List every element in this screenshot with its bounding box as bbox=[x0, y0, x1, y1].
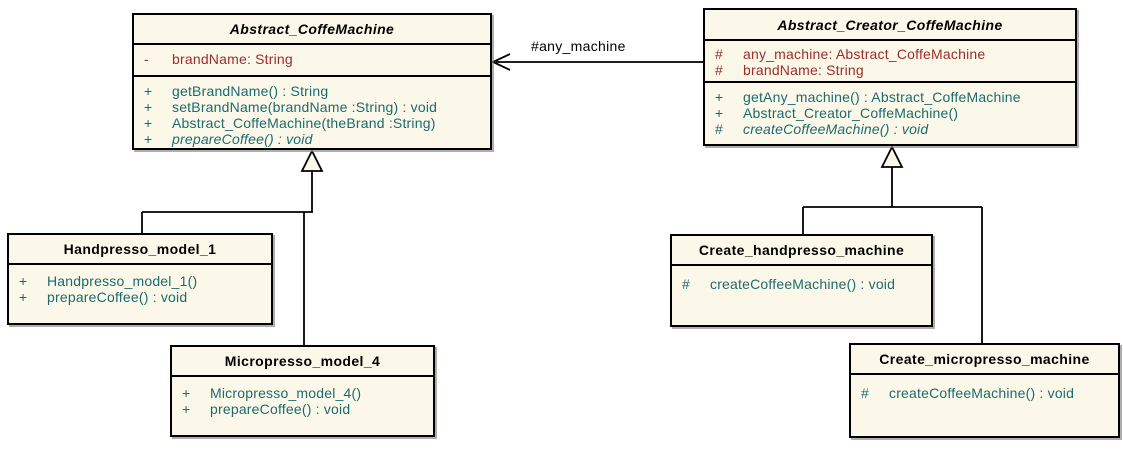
method-row: + prepareCoffee() : void bbox=[172, 401, 433, 417]
class-title: Abstract_CoffeMachine bbox=[134, 15, 490, 45]
method-row: # createCoffeeMachine() : void bbox=[672, 276, 931, 292]
class-micropresso-model-4[interactable]: Micropresso_model_4 + Micropresso_model_… bbox=[170, 345, 435, 437]
method-row: + Handpresso_model_1() bbox=[9, 273, 271, 289]
attribute-row: # brandName: String bbox=[705, 62, 1075, 78]
attribute-row: # any_machine: Abstract_CoffeMachine bbox=[705, 46, 1075, 62]
visibility-symbol: # bbox=[861, 385, 869, 401]
method-row: + getBrandName() : String bbox=[134, 83, 490, 99]
visibility-symbol: + bbox=[19, 273, 28, 289]
visibility-symbol: # bbox=[682, 276, 690, 292]
hollow-triangle-icon bbox=[300, 148, 324, 172]
visibility-symbol: + bbox=[19, 289, 28, 305]
visibility-symbol: + bbox=[144, 131, 153, 147]
class-title: Handpresso_model_1 bbox=[9, 235, 271, 265]
method-row-abstract: # createCoffeeMachine() : void bbox=[705, 121, 1075, 137]
association-label: #any_machine bbox=[531, 38, 626, 54]
class-abstract-creator-coffemachine[interactable]: Abstract_Creator_CoffeMachine # any_mach… bbox=[703, 8, 1077, 146]
method-row: # createCoffeeMachine() : void bbox=[851, 385, 1118, 401]
generalization-right bbox=[802, 144, 983, 344]
visibility-symbol: - bbox=[144, 51, 149, 67]
attribute-row: - brandName: String bbox=[134, 51, 490, 67]
class-title: Micropresso_model_4 bbox=[172, 347, 433, 377]
class-title: Create_micropresso_machine bbox=[851, 345, 1118, 375]
class-abstract-coffemachine[interactable]: Abstract_CoffeMachine - brandName: Strin… bbox=[132, 13, 492, 150]
visibility-symbol: + bbox=[144, 99, 153, 115]
method-row: + prepareCoffee() : void bbox=[9, 289, 271, 305]
class-title: Create_handpresso_machine bbox=[672, 236, 931, 266]
class-create-micropresso-machine[interactable]: Create_micropresso_machine # createCoffe… bbox=[849, 343, 1120, 438]
class-title: Abstract_Creator_CoffeMachine bbox=[705, 10, 1075, 41]
class-handpresso-model-1[interactable]: Handpresso_model_1 + Handpresso_model_1(… bbox=[7, 233, 273, 325]
generalization-left bbox=[141, 148, 324, 346]
visibility-symbol: + bbox=[182, 385, 191, 401]
visibility-symbol: + bbox=[715, 105, 724, 121]
method-row: + Abstract_CoffeMachine(theBrand :String… bbox=[134, 115, 490, 131]
association-any-machine bbox=[490, 53, 703, 71]
method-row: + setBrandName(brandName :String) : void bbox=[134, 99, 490, 115]
method-row: + Micropresso_model_4() bbox=[172, 385, 433, 401]
visibility-symbol: # bbox=[715, 46, 723, 62]
visibility-symbol: + bbox=[182, 401, 191, 417]
open-arrowhead-icon bbox=[490, 53, 511, 71]
visibility-symbol: + bbox=[144, 83, 153, 99]
class-create-handpresso-machine[interactable]: Create_handpresso_machine # createCoffee… bbox=[670, 234, 933, 327]
visibility-symbol: + bbox=[144, 115, 153, 131]
method-row-abstract: + prepareCoffee() : void bbox=[134, 131, 490, 147]
visibility-symbol: # bbox=[715, 62, 723, 78]
visibility-symbol: + bbox=[715, 89, 724, 105]
visibility-symbol: # bbox=[715, 121, 723, 137]
method-row: + getAny_machine() : Abstract_CoffeMachi… bbox=[705, 89, 1075, 105]
hollow-triangle-icon bbox=[880, 144, 904, 168]
method-row: + Abstract_Creator_CoffeMachine() bbox=[705, 105, 1075, 121]
